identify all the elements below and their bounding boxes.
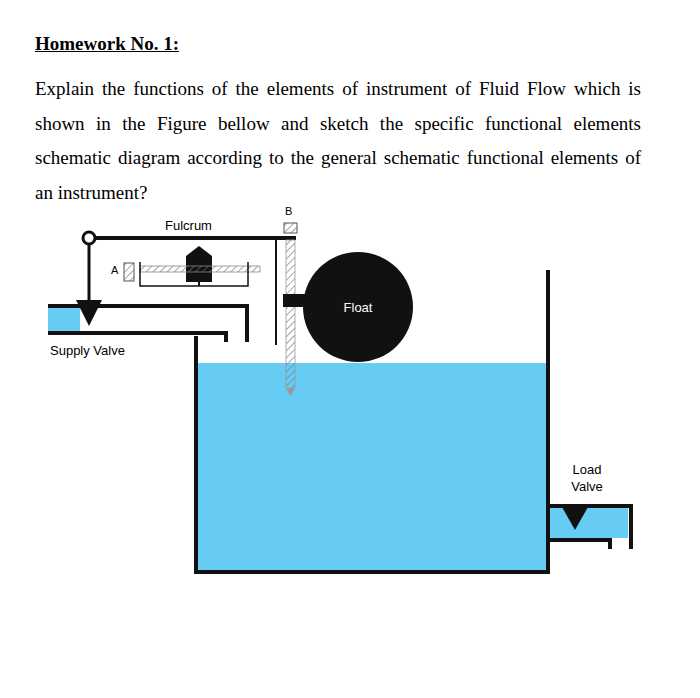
supply-water (48, 307, 80, 332)
node-label: Float (344, 300, 373, 315)
lever-link (275, 238, 277, 345)
screw-b (284, 223, 297, 233)
question-text: Explain the functions of the elements of… (35, 72, 641, 210)
float-body (303, 252, 413, 362)
fulcrum-symbol (186, 246, 212, 282)
load-water (550, 508, 628, 538)
part-name: Supply Valve (50, 343, 125, 358)
screw-a (124, 263, 134, 281)
tank-water (197, 363, 547, 570)
callout-letter: B (285, 205, 292, 217)
lever (94, 236, 296, 240)
node-text-group: Float (344, 300, 373, 315)
float-circle: Float (303, 252, 413, 362)
fulcrum-post (198, 282, 200, 286)
rod-tip (286, 388, 295, 396)
load-valve-symbol (562, 507, 588, 530)
supply-pipe (48, 333, 226, 342)
lever-pivot (83, 232, 95, 244)
adjusting-screw (140, 266, 260, 272)
supply-valve-symbol (76, 300, 102, 326)
load-pipe (550, 540, 610, 549)
load-pipe (550, 506, 631, 549)
part-name: Fulcrum (165, 218, 212, 233)
bracket (140, 262, 248, 286)
part-name: Load Valve (562, 461, 612, 495)
valve-stem (88, 244, 91, 300)
callout-letter: A (111, 264, 118, 276)
float-rod (286, 240, 295, 388)
title: Homework No. 1: (35, 33, 179, 55)
supply-pipe (48, 306, 247, 342)
